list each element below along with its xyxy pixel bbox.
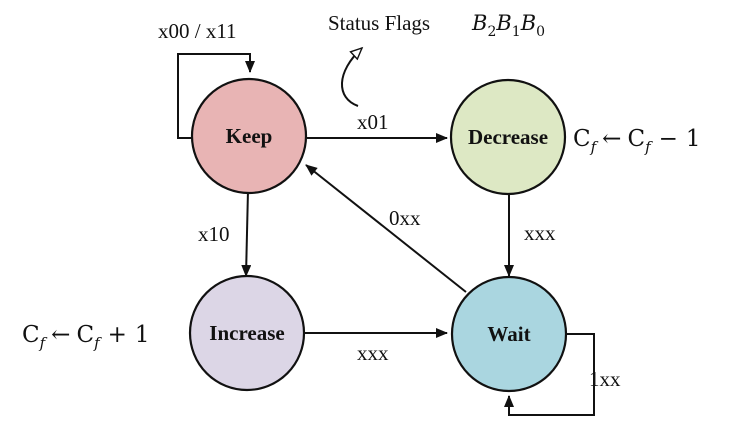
- state-keep-circle: [190, 77, 308, 195]
- status-flags-label: Status Flags: [328, 11, 430, 35]
- decrease-to-wait-label: xxx: [524, 221, 556, 245]
- increase-action: Cf←Cf+1: [22, 322, 150, 352]
- flag-b0: B: [520, 11, 536, 35]
- state-decrease-label: Decrease: [468, 125, 548, 149]
- state-increase-circle: [188, 274, 306, 392]
- keep-self-loop-label: x00 / x11: [158, 19, 237, 43]
- wait-self-loop-arrow: [504, 333, 595, 416]
- annotation-pointer-arrow: [341, 48, 362, 107]
- keep-self-loop-arrow: [177, 53, 255, 139]
- wait-to-keep-arrow: [305, 164, 467, 293]
- state-decrease: Decrease: [449, 78, 567, 196]
- state-keep-label: Keep: [226, 124, 273, 148]
- increase-to-wait-label: xxx: [357, 341, 389, 365]
- wait-to-keep-label: 0xx: [389, 206, 421, 230]
- keep-to-increase-label: x10: [198, 222, 230, 246]
- decrease-action: Cf←Cf−1: [573, 126, 701, 156]
- keep-to-increase-arrow: [241, 189, 252, 277]
- state-wait-circle: [450, 275, 568, 393]
- flag-b2: B: [471, 11, 487, 35]
- flag-b1: B: [495, 11, 511, 35]
- status-flags-math: B2B1B0: [471, 11, 545, 40]
- state-increase-label: Increase: [209, 321, 284, 345]
- state-keep: Keep: [190, 77, 308, 195]
- state-increase: Increase: [188, 274, 306, 392]
- state-wait-label: Wait: [487, 322, 530, 346]
- wait-self-loop-label: 1xx: [589, 367, 621, 391]
- keep-to-decrease-label: x01: [357, 110, 389, 134]
- state-decrease-circle: [449, 78, 567, 196]
- state-wait: Wait: [450, 275, 568, 393]
